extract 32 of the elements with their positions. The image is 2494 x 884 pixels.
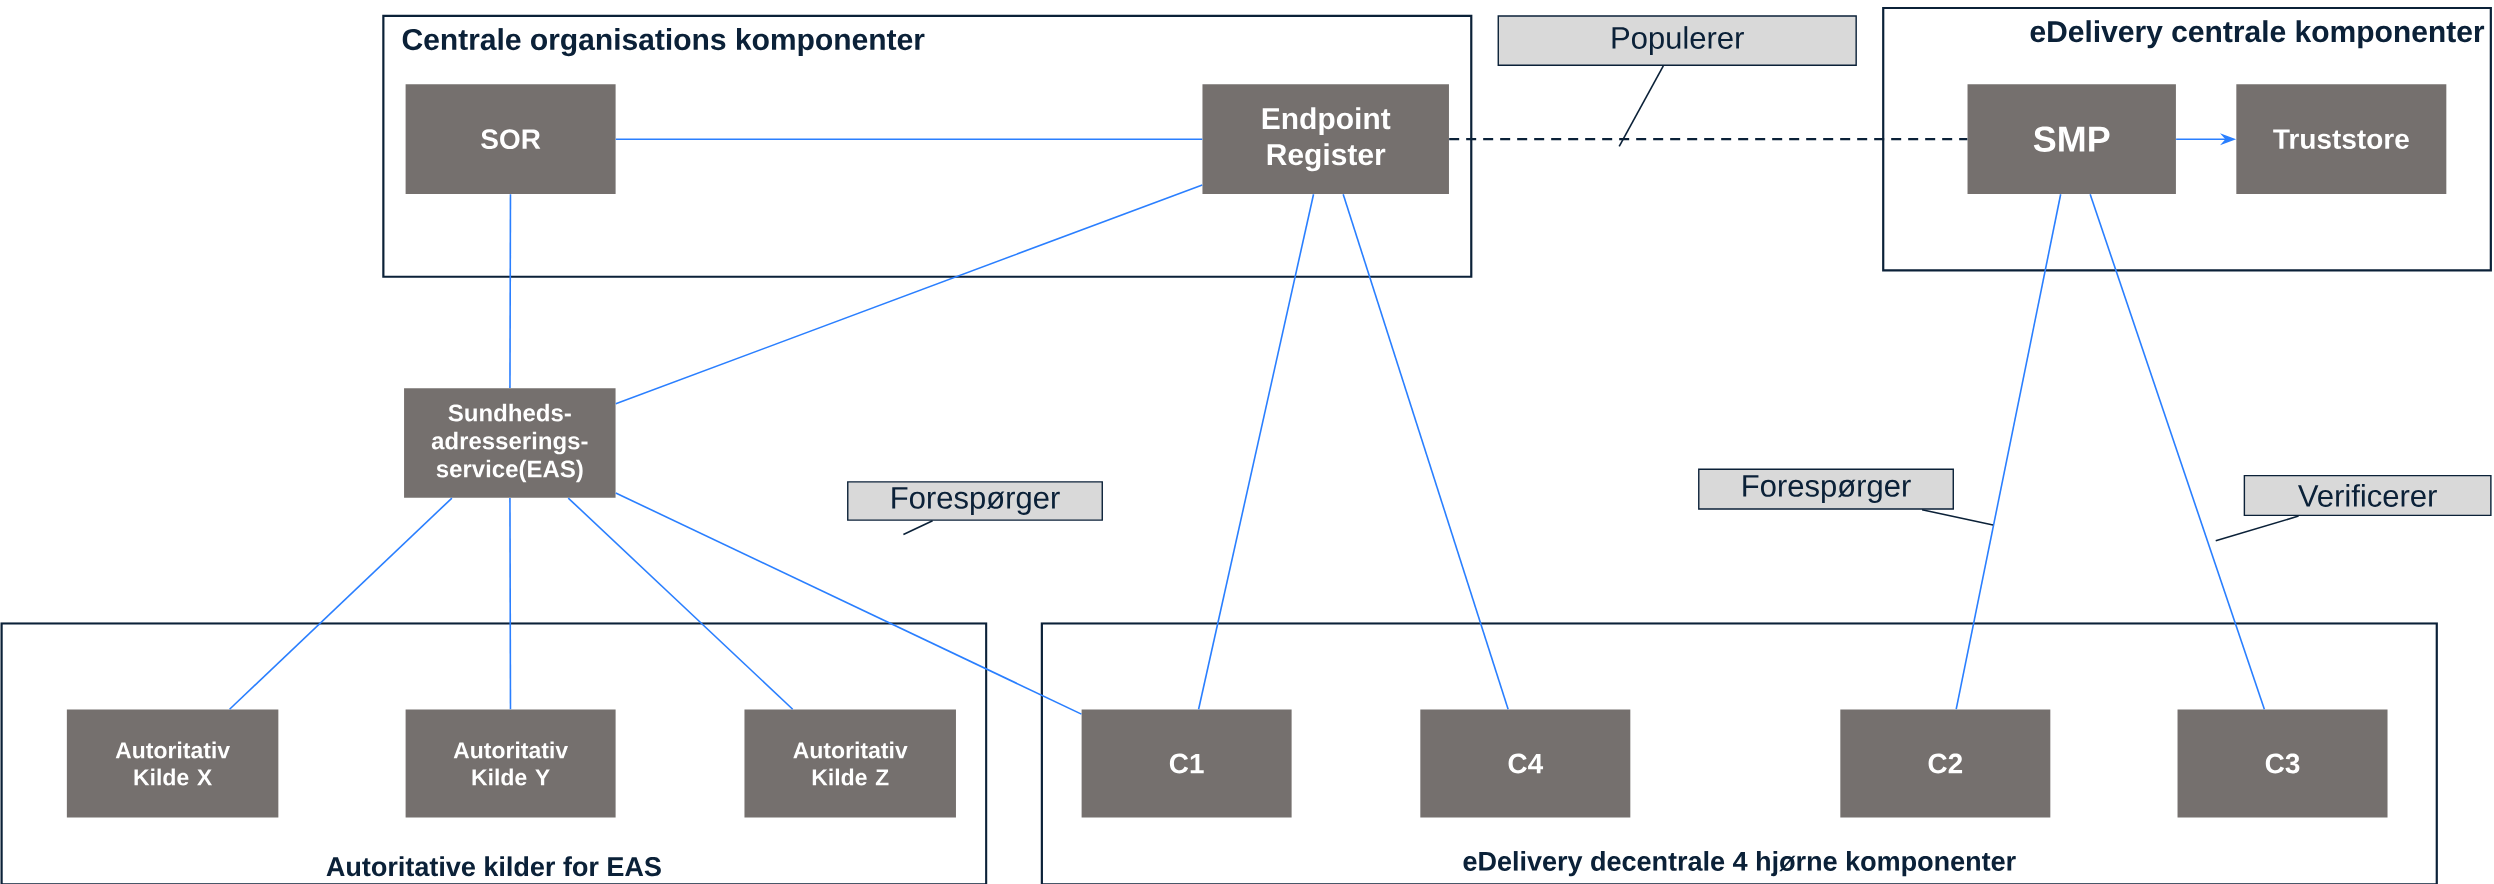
callout-box: Forespørger: [847, 481, 1103, 521]
connector-line: [614, 492, 1083, 715]
component-box: SMP: [1967, 84, 2176, 195]
connector-line: [1197, 193, 1315, 710]
connector-line: [614, 184, 1204, 405]
connector-line: [1449, 138, 1968, 141]
component-box: C2: [1840, 709, 2051, 818]
connector-line: [228, 497, 453, 710]
leader-line: [2214, 515, 2300, 542]
component-box: Autoritativ Kilde X: [66, 709, 279, 818]
connector-line: [1342, 193, 1509, 710]
connector-line: [2089, 193, 2266, 710]
leader-line: [902, 520, 934, 536]
leader-line: [1921, 508, 1994, 526]
connector-line: [567, 497, 794, 710]
callout-box: Verificerer: [2243, 474, 2492, 517]
connector-line: [509, 497, 512, 710]
leader-line: [1618, 65, 1665, 148]
component-box: Autoritativ Kilde Y: [405, 709, 616, 818]
connector-line: [615, 138, 1204, 140]
component-box: Autoritativ Kilde Z: [744, 709, 956, 818]
connector-line: [509, 193, 512, 389]
component-box: Endpoint Register: [1202, 84, 1449, 195]
component-box: C4: [1420, 709, 1631, 818]
component-box: C3: [2177, 709, 2388, 818]
component-box: C1: [1081, 709, 1292, 818]
connector-line: [1955, 193, 2062, 710]
callout-box: Populerer: [1497, 15, 1857, 66]
component-box: SOR: [405, 84, 616, 195]
callout-box: Forespørger: [1698, 468, 1954, 510]
component-box: Truststore: [2236, 84, 2447, 195]
component-box: Sundheds- adresserings- service(EAS): [404, 388, 616, 498]
